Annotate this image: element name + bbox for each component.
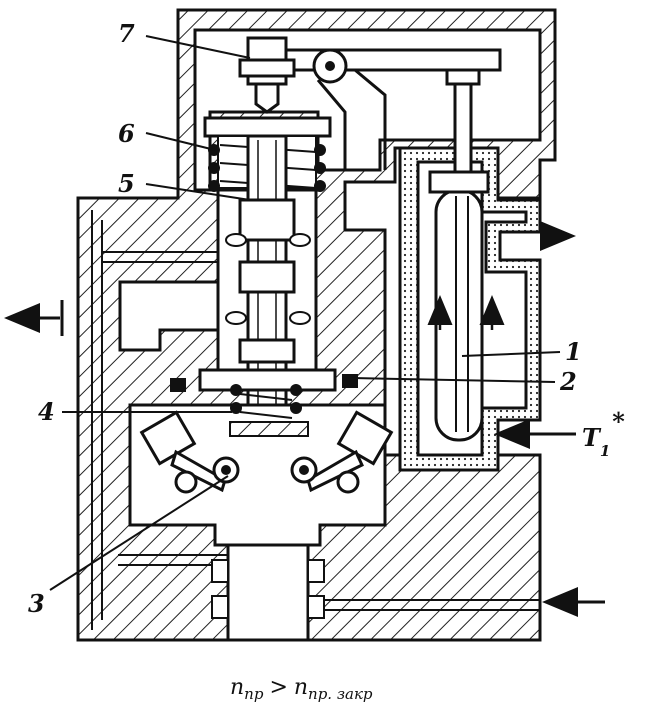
label-6: 6 xyxy=(118,119,135,148)
leader-lines xyxy=(49,35,561,591)
flyweights xyxy=(139,410,394,494)
sensor-tube xyxy=(434,188,484,442)
label-5: 5 xyxy=(118,169,135,198)
label-t1-star: T1* xyxy=(582,407,625,460)
adjust-screw xyxy=(238,36,296,114)
label-3: 3 xyxy=(28,589,45,618)
label-7: 7 xyxy=(118,19,135,48)
label-4: 4 xyxy=(38,397,55,426)
sensor-chamber xyxy=(398,146,542,472)
label-1: 1 xyxy=(565,337,582,366)
caption: nпр>nпр. закр xyxy=(230,675,373,703)
lever xyxy=(280,48,502,170)
flyweight-right xyxy=(290,410,394,494)
flyweight-left xyxy=(139,410,240,494)
bottom-shaft xyxy=(211,543,325,642)
sensor-rod xyxy=(445,66,481,174)
label-2: 2 xyxy=(559,367,577,396)
fluid-channels xyxy=(91,210,540,630)
